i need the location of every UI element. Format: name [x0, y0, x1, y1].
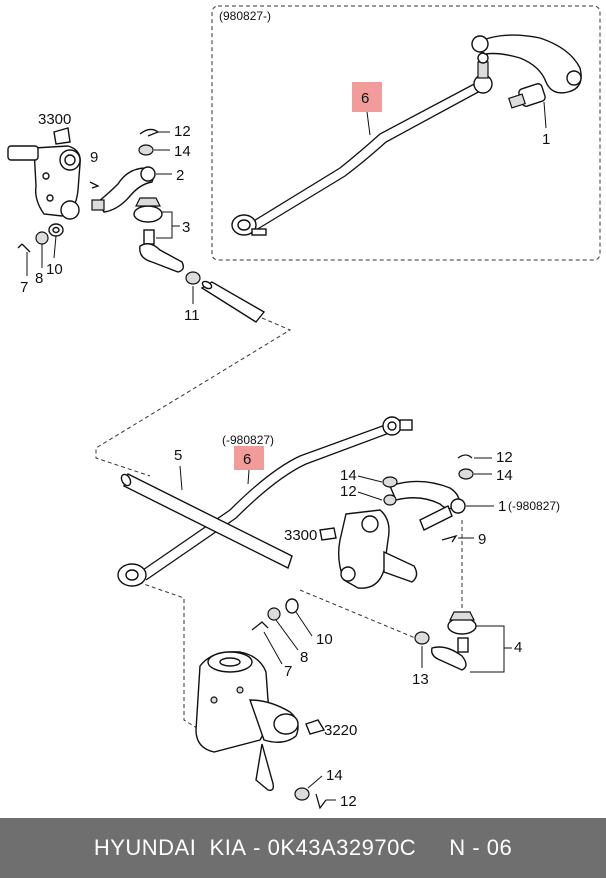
footer-part-number: 0K43A32970C: [267, 835, 417, 860]
callout-1-top: 1: [542, 131, 550, 148]
part-3300-lower-bumper[interactable]: [319, 527, 337, 541]
footer-gap: [416, 835, 449, 861]
callout-3220: 3220: [324, 722, 357, 739]
nut-13[interactable]: [414, 631, 430, 645]
parts-diagram: (980827-) 6 1 3300: [7, 5, 601, 810]
callout-8-top: 8: [35, 270, 43, 287]
callout-4: 4: [514, 639, 522, 656]
pin-9-lower[interactable]: [441, 534, 458, 543]
highlight-6-inset: [352, 82, 382, 112]
callout-14-mid-right: 14: [496, 467, 513, 484]
nut-12-mid-left[interactable]: [383, 494, 397, 506]
nut-14-bottom[interactable]: [294, 787, 310, 801]
callout-14-top: 14: [174, 143, 191, 160]
lower-rod-label: (-980827): [222, 433, 274, 447]
callout-14-bottom: 14: [326, 767, 343, 784]
nut-14-mid-left[interactable]: [382, 476, 398, 488]
drag-link-lower[interactable]: [117, 416, 413, 587]
callout-14-mid-left: 14: [340, 467, 357, 484]
callout-5: 5: [174, 447, 182, 464]
pin-9-top[interactable]: [89, 181, 100, 189]
knuckle-lower[interactable]: [337, 509, 418, 589]
cotter-12-mid-right[interactable]: [457, 454, 473, 459]
nut-14-top[interactable]: [138, 144, 154, 156]
callout-12-bottom: 12: [340, 793, 357, 810]
cotter-pin-7-lower[interactable]: [251, 621, 269, 631]
part-3220-bumper[interactable]: [305, 719, 326, 735]
callout-9-top: 9: [90, 149, 98, 166]
washer-10-lower[interactable]: [285, 598, 299, 614]
tie-rod-arm-1-lower[interactable]: [389, 480, 466, 531]
steering-gear-box[interactable]: [195, 651, 299, 791]
inset-tie-rod-arm[interactable]: [471, 34, 582, 109]
callout-12-mid-right: 12: [496, 449, 513, 466]
cotter-pin-7-top[interactable]: [17, 243, 31, 253]
inset-frame: [211, 5, 601, 261]
footer-section: N - 06: [449, 835, 513, 860]
cotter-12-top[interactable]: [139, 128, 160, 137]
callout-13: 13: [412, 671, 429, 688]
callout-12-mid-left: 12: [340, 483, 357, 500]
callout-10-top: 10: [46, 261, 63, 278]
callout-3300-top: 3300: [38, 111, 71, 128]
ball-joint-3[interactable]: [133, 197, 185, 273]
footer-brand: HYUNDAI KIA: [93, 835, 247, 860]
callout-7-top: 7: [20, 279, 28, 296]
inset-label: (980827-): [219, 9, 271, 23]
tie-rod-tube-5[interactable]: [120, 473, 293, 569]
footer-separator: -: [246, 835, 268, 860]
callout-1-lower-suffix: (-980827): [508, 499, 560, 513]
inset-drag-link[interactable]: [231, 52, 493, 236]
ball-joint-4[interactable]: [430, 611, 477, 671]
callout-12-top: 12: [174, 123, 191, 140]
callout-6-lower: 6: [243, 451, 251, 468]
nut-8-lower[interactable]: [267, 607, 281, 621]
highlight-6-lower: [234, 446, 264, 470]
adjusting-tube-top[interactable]: [200, 280, 266, 323]
part-number-footer: HYUNDAI KIA - 0K43A32970C N - 06: [0, 818, 606, 878]
callout-2: 2: [176, 167, 184, 184]
callout-10-lower: 10: [316, 631, 333, 648]
callout-3: 3: [182, 219, 190, 236]
callout-8-lower: 8: [300, 649, 308, 666]
callout-9-lower: 9: [478, 531, 486, 548]
knuckle-upper[interactable]: [7, 145, 81, 220]
part-3300-upper-bumper[interactable]: [53, 127, 71, 145]
nut-14-mid-right[interactable]: [458, 468, 474, 480]
callout-7-lower: 7: [284, 663, 292, 680]
callout-3300-mid: 3300: [284, 527, 317, 544]
callout-6-inset: 6: [361, 90, 369, 107]
nut-8-top[interactable]: [35, 231, 49, 245]
callout-1-lower: 1: [498, 498, 506, 515]
washer-10-top[interactable]: [48, 223, 64, 237]
cotter-12-bottom[interactable]: [315, 793, 327, 810]
tie-rod-arm-2[interactable]: [91, 166, 156, 213]
nut-11[interactable]: [185, 271, 201, 285]
callout-11: 11: [184, 307, 200, 324]
